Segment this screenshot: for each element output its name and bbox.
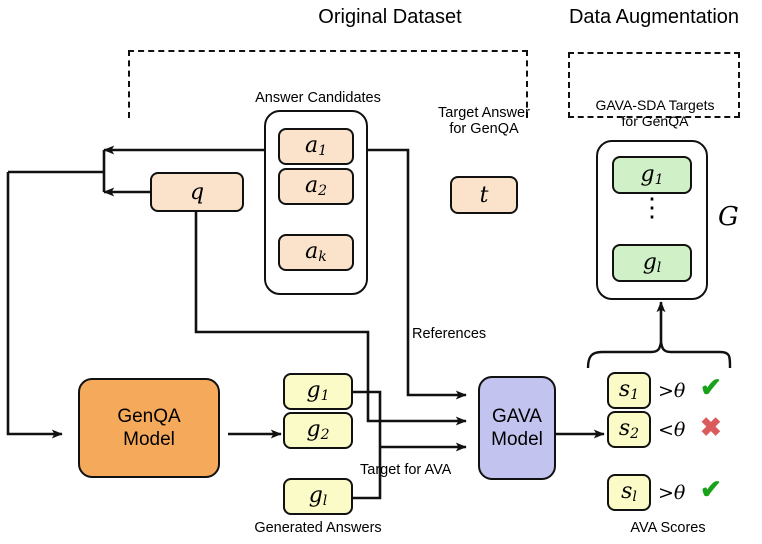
data-augmentation-region (568, 52, 740, 118)
generated-answer-g2-label: g2 (306, 417, 330, 444)
generated-answer-gl[interactable]: gl (283, 478, 353, 515)
gava-model-line2: Model (491, 429, 543, 450)
set-label-G: G (718, 202, 739, 232)
generated-answer-g1[interactable]: g1 (283, 373, 353, 410)
ava-score-s2-label: s2 (618, 416, 640, 443)
ava-score-s2[interactable]: s2 (607, 411, 651, 448)
answer-candidate-a1-label: a1 (304, 133, 328, 160)
generated-answers-caption: Generated Answers (254, 520, 382, 536)
answer-candidates-caption: Answer Candidates (255, 90, 381, 106)
answer-candidate-ak-label: ak (305, 239, 327, 266)
gava-model-line1: GAVA (492, 405, 542, 427)
ava-score-s1-label: s1 (618, 377, 640, 404)
ava-score-sl[interactable]: sl (607, 474, 651, 511)
gava-sda-targets-ellipsis: ⋮ (639, 193, 665, 223)
gava-sda-targets-caption: GAVA-SDA Targets for GenQA (595, 97, 715, 129)
target-for-ava-edge-label: Target for AVA (360, 462, 452, 478)
section-title-data-augmentation: Data Augmentation (568, 6, 740, 28)
target-answer-node[interactable]: t (450, 176, 518, 214)
question-node-label: q (189, 179, 205, 205)
ava-score-sl-label: sl (621, 479, 637, 506)
section-title-original-dataset: Original Dataset (318, 6, 462, 28)
ava-score-s1[interactable]: s1 (607, 372, 651, 409)
ava-score-s1-condition: >θ (658, 380, 686, 402)
ava-score-sl-condition: >θ (658, 482, 686, 504)
references-edge-label: References (412, 326, 487, 342)
ava-score-s1-check-icon: ✔ (700, 372, 722, 402)
ava-score-s2-condition: <θ (658, 419, 686, 441)
original-dataset-region (128, 50, 528, 118)
generated-answer-gl-label: gl (308, 483, 328, 510)
ava-scores-caption: AVA Scores (630, 520, 706, 536)
target-answer-node-label: t (479, 182, 489, 208)
answer-candidate-ak[interactable]: ak (278, 234, 354, 271)
gava-sda-target-g1-label: g1 (640, 161, 664, 189)
generated-answer-g2[interactable]: g2 (283, 412, 353, 449)
genqa-model-line2: Model (123, 429, 175, 450)
answer-candidate-a1[interactable]: a1 (278, 128, 354, 165)
gava-sda-target-g1[interactable]: g1 (612, 156, 692, 194)
generated-answer-g1-label: g1 (306, 378, 330, 405)
gava-sda-target-gl[interactable]: gl (612, 244, 692, 282)
question-node[interactable]: q (150, 172, 244, 212)
target-answer-caption: Target Answer for GenQA (438, 105, 530, 138)
ava-score-s2-cross-icon: ✖ (700, 412, 722, 442)
answer-candidate-a2-label: a2 (304, 173, 328, 200)
genqa-model-line1: GenQA (117, 405, 181, 427)
answer-candidate-a2[interactable]: a2 (278, 168, 354, 205)
ava-score-sl-check-icon: ✔ (700, 474, 722, 504)
gava-model[interactable]: GAVA Model (478, 376, 556, 480)
genqa-model[interactable]: GenQA Model (78, 378, 220, 478)
gava-sda-target-gl-label: gl (642, 249, 662, 277)
